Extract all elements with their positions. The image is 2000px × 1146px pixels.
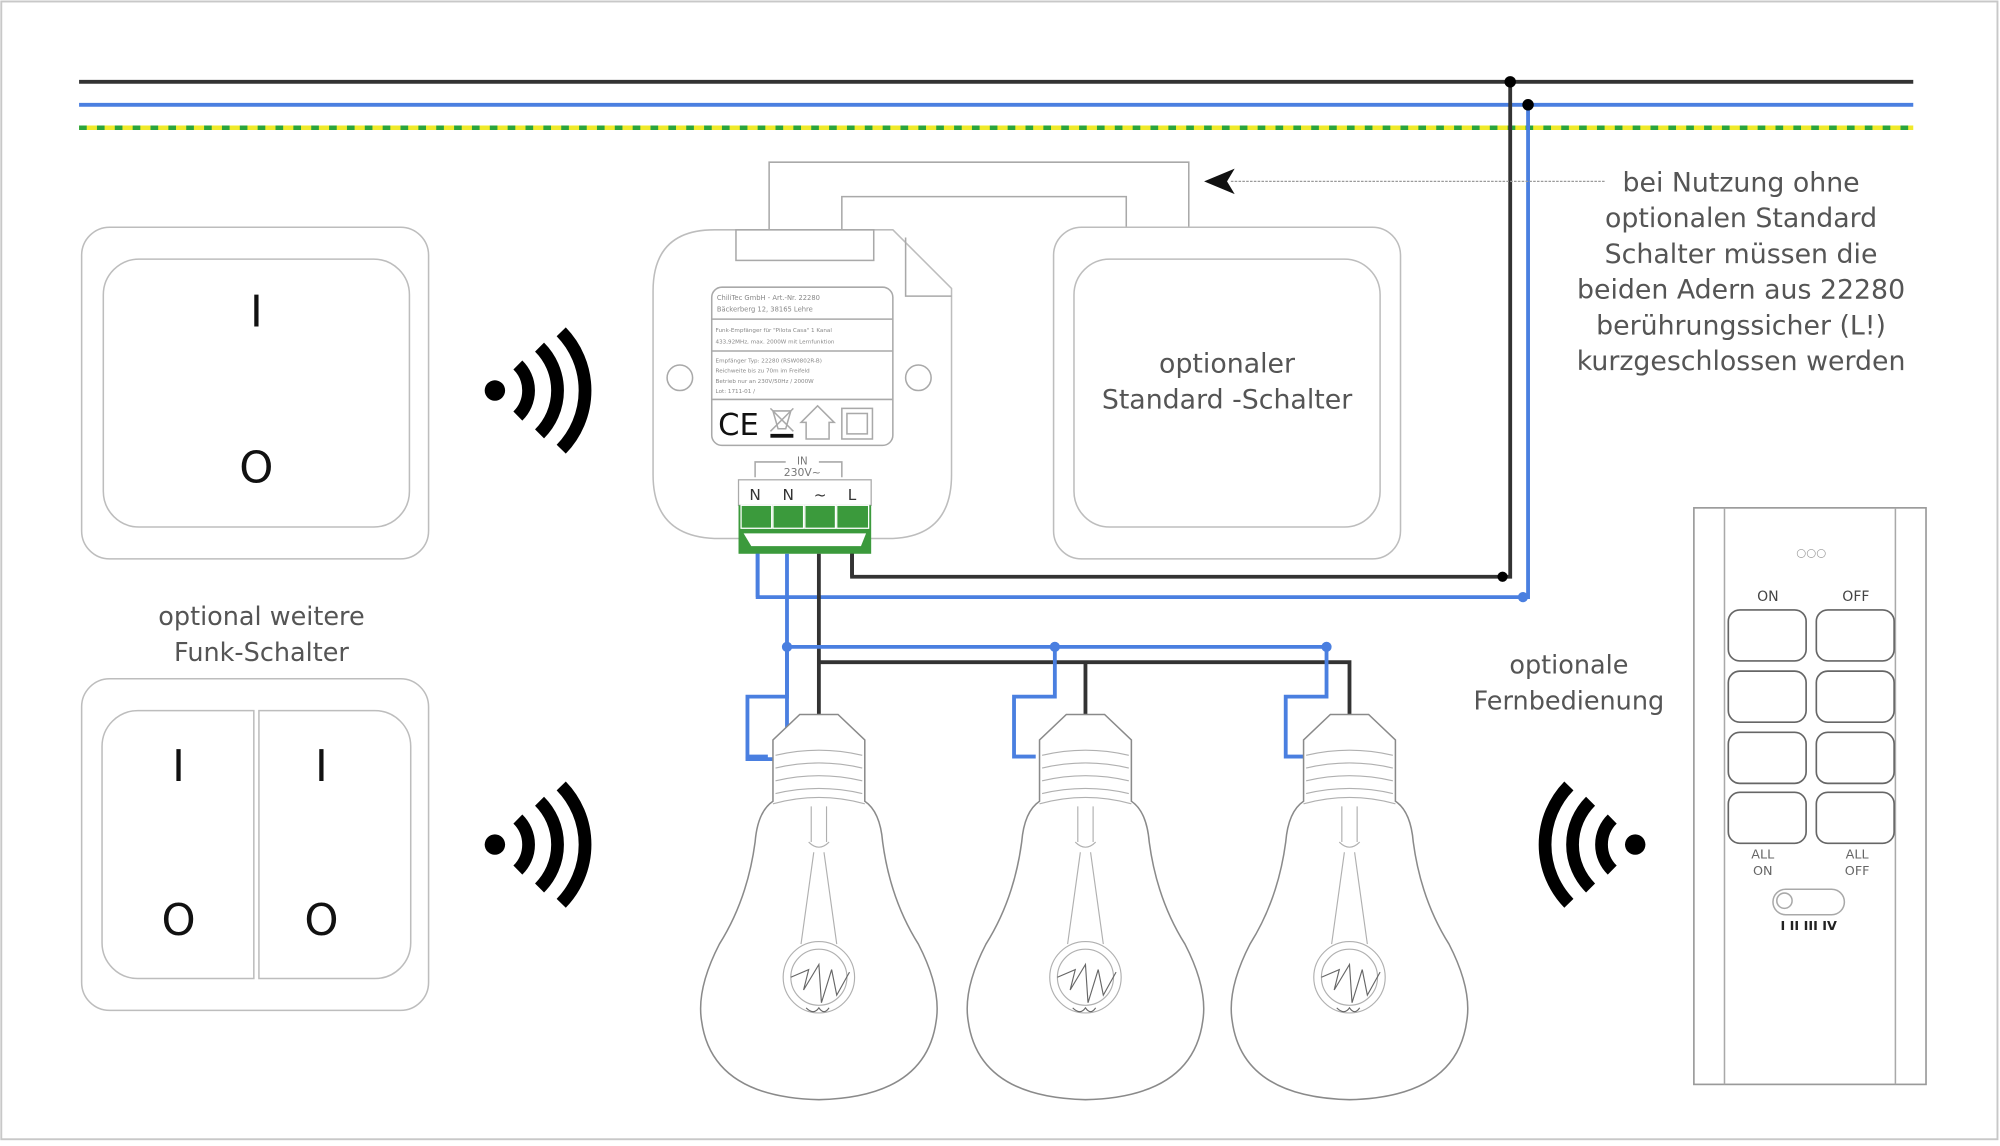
double-insulation-icon [841,407,874,440]
note-line6: kurzgeschlossen werden [1577,346,1906,377]
light-bulb [699,713,938,1101]
note-line1: bei Nutzung ohne [1623,168,1860,199]
receiver-corner-notch [904,237,952,297]
channel-selector-slider[interactable] [1772,888,1846,916]
receiver-top-tab [735,229,875,262]
remote-on-label: ON [1757,589,1779,605]
note-line4: beiden Adern aus 22280 [1577,275,1905,306]
remote-off-label: OFF [1842,589,1869,605]
all-on-label-2: ON [1753,864,1773,879]
channel-selector-label: I II III IV [1780,919,1837,934]
label-line5: Empfänger Typ: 22280 (RSW0802R-B) [716,358,822,364]
remote-off-button-4[interactable] [1815,791,1895,845]
weee-bin-icon [769,407,794,438]
type-label [710,286,894,447]
receiver-housing [652,229,953,540]
label-line2: Bäckerberg 12, 38165 Lehre [717,305,813,313]
radio-signal-icon [484,781,592,908]
left-off-symbol: O [162,896,196,946]
neutral-corner-dot [1517,592,1529,603]
all-on-label-1: ALL [1751,848,1775,863]
light-bulb [966,713,1205,1101]
double-switch-left-rocker[interactable] [101,709,255,980]
label-line6: Reichweite bis zu 70m im Freifeld [716,369,811,375]
terminal-n2: N [783,486,794,504]
light-bulbs [699,713,1469,1101]
left-on-symbol: I [172,742,185,792]
right-on-symbol: I [315,742,328,792]
note-line3: Schalter müssen die [1605,239,1878,270]
input-voltage: 230V~ [784,466,821,479]
mounting-hole-right [904,364,932,392]
double-switch-caption-line1: optional weitere [158,602,364,632]
label-line4: 433,92MHz, max. 2000W mit Lernfunktion [716,339,835,345]
radio-switch-double: I O I O [80,678,430,1012]
neutral-junction-dot [1522,99,1534,111]
remote-off-button-1[interactable] [1815,609,1895,662]
standard-switch-rocker[interactable] [1073,258,1381,528]
wiring-note: bei Nutzung ohne optionalen Standard Sch… [1204,168,1906,377]
remote-on-button-3[interactable] [1727,731,1807,785]
bridge-wire-outer [768,161,1190,230]
standard-switch-line1: optionaler [1159,349,1295,380]
bridge-wire-inner [841,195,1128,230]
label-line7: Betrieb nur an 230V/50Hz / 2000W [716,379,815,385]
remote-caption-line1: optionale [1509,651,1628,681]
standard-switch-line2: Standard -Schalter [1102,384,1352,415]
channel-selector-knob[interactable] [1776,892,1793,910]
label-line3: Funk-Empfänger für "Pilota Casa" 1 Kanal [716,328,833,334]
phase-corner-dot [1497,571,1508,582]
radio-signal-icon [484,327,592,454]
label-line8: Lot: 1711-01 / [716,389,756,395]
right-off-symbol: O [304,896,338,946]
all-off-label-1: ALL [1846,848,1870,863]
input-label: IN [797,456,808,467]
note-line2: optionalen Standard [1605,203,1877,234]
radio-receiver-22280: ChiliTec GmbH - Art.-Nr. 22280 Bäckerber… [652,229,953,554]
supply-lines [79,79,1914,130]
receiver-output-wires [745,553,1352,762]
neutral-bus-wire [745,553,789,762]
terminal-switched: ~ [814,486,827,504]
phase-junction-dot [1504,76,1516,88]
note-line5: berührungssicher (L!) [1596,310,1886,341]
switch-bridge-wires [768,161,1190,230]
mounting-hole-left [666,364,694,392]
terminal-n1: N [749,486,760,504]
remote-off-button-2[interactable] [1815,670,1895,723]
remote-off-button-3[interactable] [1815,731,1895,785]
ce-mark: CE [718,408,759,443]
all-off-label-2: OFF [1845,864,1870,879]
remote-on-button-4[interactable] [1727,791,1807,845]
radio-switch-single[interactable]: I O [80,226,430,560]
double-switch-right-rocker[interactable] [258,709,412,980]
remote-control: ○○○ ON OFF ALL ON ALL OFF I II III IV [1693,507,1927,1086]
on-symbol: I [250,288,263,338]
remote-leds: ○○○ [1796,545,1826,559]
phase-bus [818,660,1352,715]
remote-on-button-2[interactable] [1727,670,1807,723]
light-bulb [1230,713,1469,1101]
off-symbol: O [239,443,273,493]
remote-on-button-1[interactable] [1727,609,1807,662]
switch-rocker[interactable] [102,258,411,528]
indoor-house-icon [799,404,837,440]
terminal-l: L [848,486,857,504]
label-line1: ChiliTec GmbH - Art.-Nr. 22280 [717,294,820,302]
double-switch-caption-line2: Funk-Schalter [174,638,349,668]
radio-signal-icon [1538,781,1646,908]
terminal-header [737,479,872,506]
optional-standard-switch: optionaler Standard -Schalter [1052,226,1402,560]
arrow-head-icon [1204,168,1235,195]
remote-caption-line2: Fernbedienung [1474,686,1665,716]
